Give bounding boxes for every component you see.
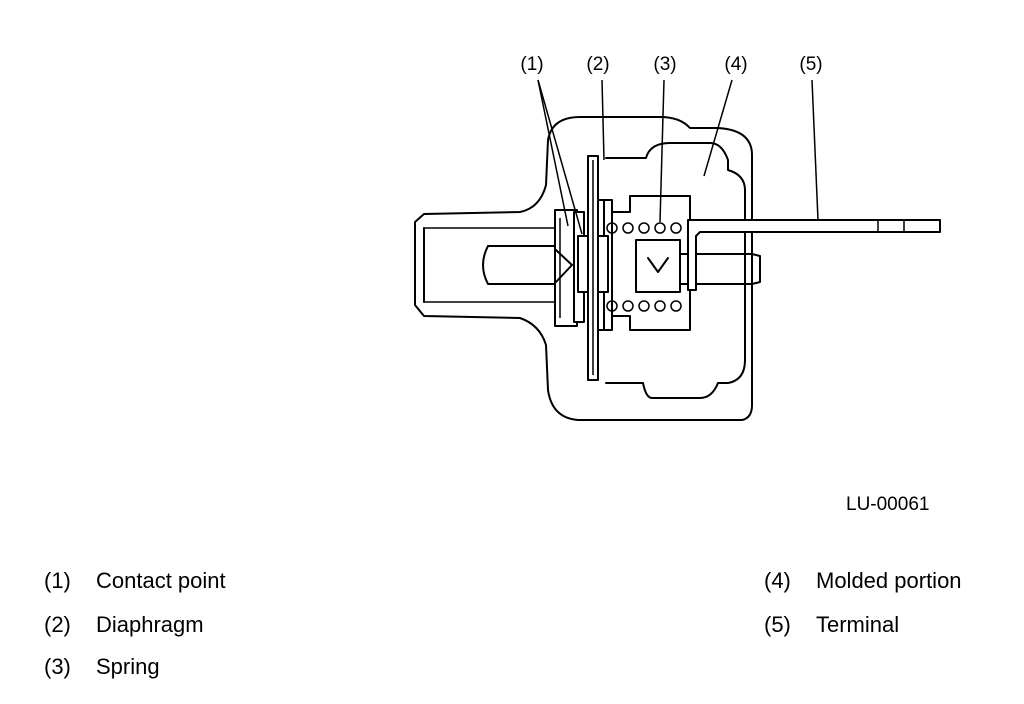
terminal <box>687 219 941 291</box>
legend-item-diaphragm: (2) Diaphragm <box>44 612 204 638</box>
legend-number: (3) <box>44 654 71 679</box>
legend-item-molded-portion: (4) Molded portion <box>764 568 962 594</box>
molded-portion <box>605 142 746 399</box>
legend-label: Molded portion <box>816 568 962 593</box>
callout-3: (3) <box>653 54 676 75</box>
legend-label: Terminal <box>816 612 900 637</box>
legend-number: (4) <box>764 568 791 593</box>
legend-item-contact-point: (1) Contact point <box>44 568 226 594</box>
leader-lines <box>537 79 819 235</box>
legend-number: (5) <box>764 612 791 637</box>
callout-5: (5) <box>799 54 822 75</box>
legend-label: Diaphragm <box>96 612 204 637</box>
legend-item-spring: (3) Spring <box>44 654 160 680</box>
threaded-nozzle <box>423 227 560 303</box>
legend-number: (1) <box>44 568 71 593</box>
diaphragm <box>587 155 613 381</box>
figure-id: LU-00061 <box>846 494 930 515</box>
spring <box>606 222 682 312</box>
callout-2: (2) <box>586 54 609 75</box>
legend-number: (2) <box>44 612 71 637</box>
legend-label: Contact point <box>96 568 226 593</box>
callout-4: (4) <box>724 54 747 75</box>
legend-label: Spring <box>96 654 160 679</box>
legend-item-terminal: (5) Terminal <box>764 612 899 638</box>
callout-1: (1) <box>520 54 543 75</box>
